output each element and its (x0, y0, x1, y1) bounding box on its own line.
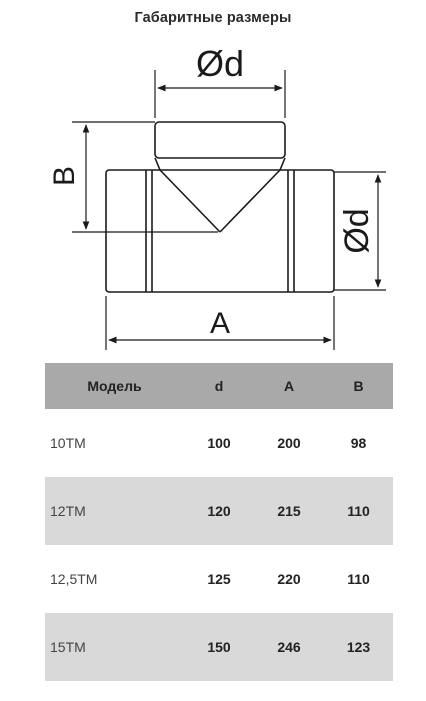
header-b: B (324, 363, 393, 409)
header-model: Модель (45, 363, 184, 409)
cell-d: 100 (207, 435, 231, 451)
cell-model: 15TM (45, 613, 184, 681)
table-row: 15TM 150 246 123 (45, 613, 393, 681)
dimension-B (72, 121, 218, 233)
tee-branch (154, 121, 286, 171)
table-row: 10TM 100 200 98 (45, 409, 393, 477)
cell-a: 220 (277, 571, 301, 587)
cell-model: 12TM (45, 477, 184, 545)
cell-b: 110 (347, 571, 370, 587)
dimensions-table: Модель d A B 10TM 100 200 98 12TM 120 21… (45, 363, 393, 681)
cell-b: 123 (324, 613, 393, 681)
header-d: d (184, 363, 254, 409)
tee-dimension-drawing: Ød B Ød A (48, 43, 386, 350)
header-a: A (254, 363, 324, 409)
label-A: A (210, 307, 230, 340)
cell-d: 125 (207, 571, 231, 587)
dimension-A (105, 296, 335, 350)
cell-a: 246 (254, 613, 324, 681)
tee-body (105, 169, 335, 293)
cell-d: 150 (184, 613, 254, 681)
label-diameter-top: Ød (196, 43, 244, 84)
cell-b: 98 (350, 435, 367, 451)
cell-b: 110 (324, 477, 393, 545)
dimension-d-side (334, 171, 386, 291)
cell-a: 200 (277, 435, 301, 451)
table-row: 12TM 120 215 110 (45, 477, 393, 545)
label-B: B (48, 166, 81, 186)
label-diameter-side: Ød (338, 208, 376, 253)
page-title: Габаритные размеры (134, 10, 292, 26)
table-header-row: Модель d A B (45, 363, 393, 409)
cell-model: 12,5TM (50, 571, 98, 587)
dimension-d-top (154, 70, 286, 118)
cell-a: 215 (254, 477, 324, 545)
cell-d: 120 (184, 477, 254, 545)
table-row: 12,5TM 125 220 110 (45, 545, 393, 613)
cell-model: 10TM (50, 435, 86, 451)
